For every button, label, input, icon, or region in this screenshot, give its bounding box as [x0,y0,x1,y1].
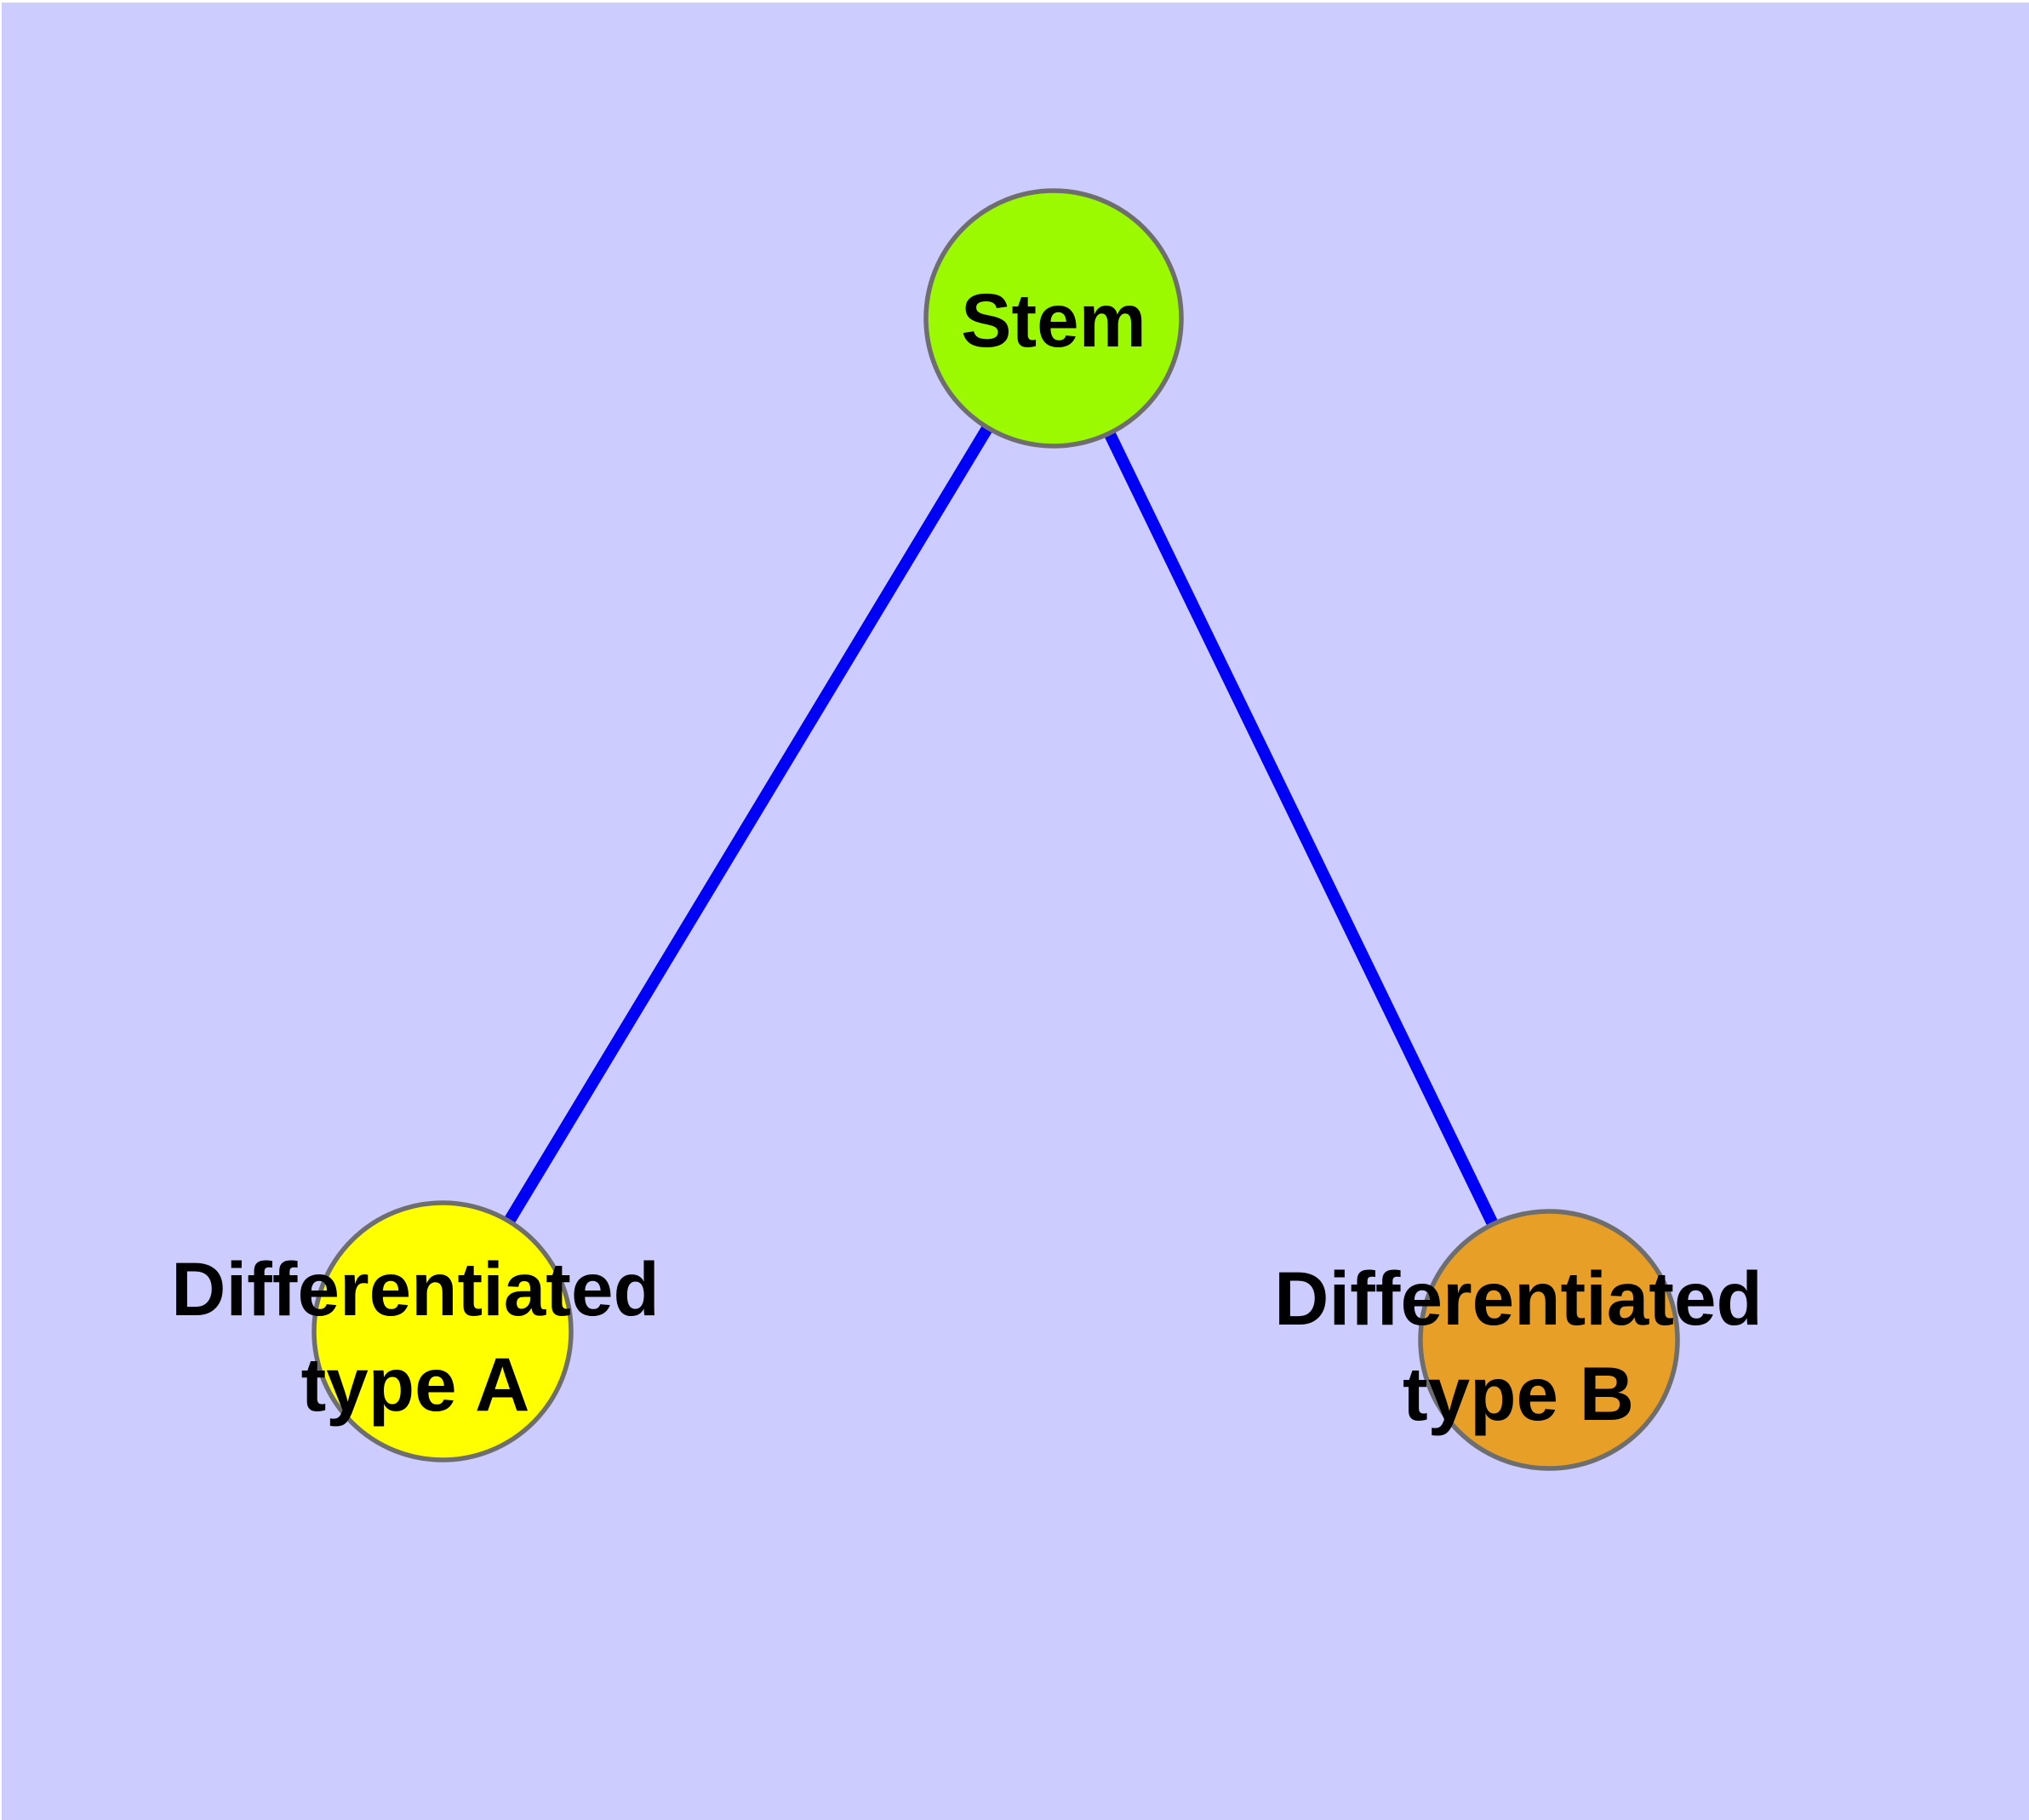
node-stem-label: Stem [961,278,1146,363]
node-type-a-label-line1: Differentiated [171,1246,660,1331]
node-type-b-label-line2: type B [1403,1351,1634,1436]
edge-stem-to-type-a [437,315,1059,1335]
node-stem-circle [923,188,1184,449]
node-type-a-circle [311,1200,574,1462]
node-type-b-circle [1418,1209,1680,1471]
edge-stem-to-type-b [1048,315,1555,1343]
node-type-b-label: Differentiated type B [1274,1256,1763,1436]
node-type-a-label: Differentiated type A [171,1246,660,1427]
node-type-a-label-line2: type A [301,1342,530,1427]
node-type-b-label-line1: Differentiated [1274,1256,1763,1341]
